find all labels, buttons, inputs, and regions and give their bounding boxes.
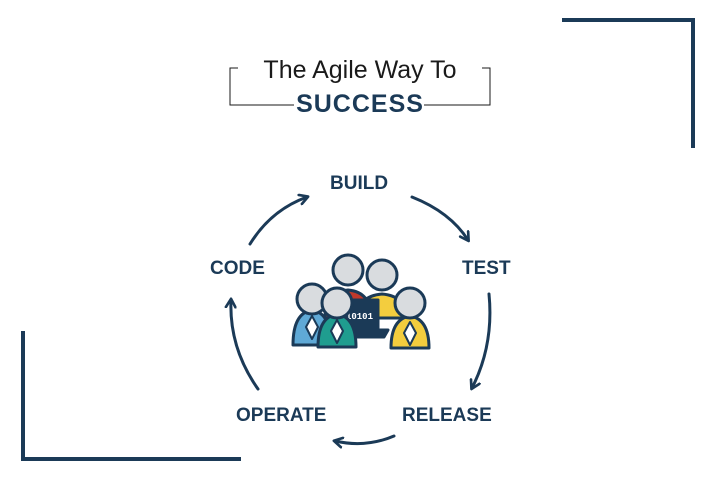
stage-code-label: CODE xyxy=(210,258,265,279)
arrow-release-to-operate xyxy=(335,434,396,444)
title-bracket xyxy=(229,67,491,106)
arrow-code-to-build xyxy=(248,197,307,246)
laptop-binary-text: 10101 xyxy=(346,312,374,322)
arrow-operate-to-code xyxy=(231,300,260,391)
title-line-2: SUCCESS xyxy=(296,90,424,118)
cycle-arrows xyxy=(231,195,492,444)
stage-release-label: RELEASE xyxy=(402,405,492,426)
stage-operate-label: OPERATE xyxy=(236,405,327,426)
team-icon: 10101 xyxy=(291,253,431,350)
stage-build-label: BUILD xyxy=(330,173,389,194)
stage-test-label: TEST xyxy=(462,258,511,279)
arrow-test-to-release xyxy=(472,292,492,388)
title-line-1: The Agile Way To xyxy=(263,56,457,84)
corner-frame-top-right xyxy=(562,18,695,148)
arrow-build-to-test xyxy=(410,195,468,240)
corner-frame-bottom-left xyxy=(21,331,241,461)
